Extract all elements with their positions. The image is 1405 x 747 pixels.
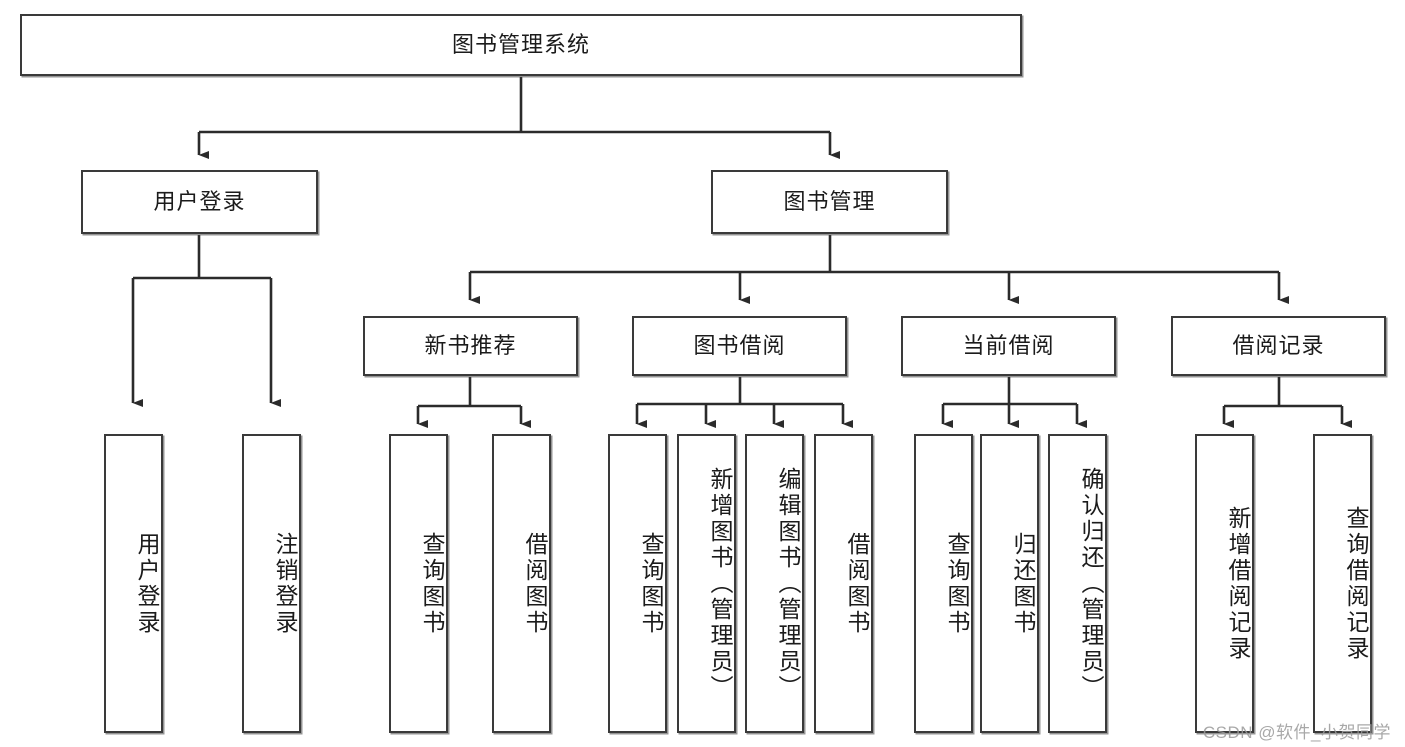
node-label: 当前借阅 <box>962 332 1055 358</box>
node-leaf-user-login[interactable]: 用户登录 <box>104 434 163 733</box>
node-leaf-return-book[interactable]: 归还图书 <box>980 434 1039 733</box>
node-label: 图书管理 <box>783 188 876 214</box>
node-leaf-edit-book[interactable]: 编辑图书（管理员） <box>745 434 804 733</box>
node-label: 借阅图书 <box>522 531 548 636</box>
node-label: 新书推荐 <box>424 332 517 358</box>
node-leaf-query-record[interactable]: 查询借阅记录 <box>1313 434 1372 733</box>
node-label: 确认归还（管理员） <box>1078 466 1104 701</box>
node-label: 查询借阅记录 <box>1343 505 1369 662</box>
node-label: 查询图书 <box>419 531 445 636</box>
node-leaf-borrow-book-2[interactable]: 借阅图书 <box>814 434 873 733</box>
node-label: 查询图书 <box>638 531 664 636</box>
node-label: 新增借阅记录 <box>1225 505 1251 662</box>
node-borrow-record[interactable]: 借阅记录 <box>1171 316 1386 376</box>
node-user-login[interactable]: 用户登录 <box>81 170 318 234</box>
node-label: 归还图书 <box>1010 531 1036 636</box>
node-label: 借阅记录 <box>1232 332 1325 358</box>
node-book-borrow[interactable]: 图书借阅 <box>632 316 847 376</box>
node-label: 用户登录 <box>153 188 246 214</box>
node-leaf-query-book-1[interactable]: 查询图书 <box>389 434 448 733</box>
node-book-management[interactable]: 图书管理 <box>711 170 948 234</box>
node-label: 图书管理系统 <box>451 31 590 57</box>
csdn-watermark: CSDN @软件_小贺同学 <box>1202 723 1391 742</box>
node-label: 借阅图书 <box>844 531 870 636</box>
node-label: 注销登录 <box>272 531 298 636</box>
node-leaf-query-book-3[interactable]: 查询图书 <box>914 434 973 733</box>
node-label: 查询图书 <box>944 531 970 636</box>
node-leaf-borrow-book-1[interactable]: 借阅图书 <box>492 434 551 733</box>
node-leaf-add-book[interactable]: 新增图书（管理员） <box>677 434 736 733</box>
node-leaf-confirm-return[interactable]: 确认归还（管理员） <box>1048 434 1107 733</box>
node-label: 新增图书（管理员） <box>707 466 733 701</box>
node-leaf-query-book-2[interactable]: 查询图书 <box>608 434 667 733</box>
node-root-book-management-system[interactable]: 图书管理系统 <box>20 14 1022 76</box>
node-label: 用户登录 <box>134 531 160 636</box>
node-new-book-recommend[interactable]: 新书推荐 <box>363 316 578 376</box>
node-current-borrow[interactable]: 当前借阅 <box>901 316 1116 376</box>
node-leaf-logout-login[interactable]: 注销登录 <box>242 434 301 733</box>
node-label: 图书借阅 <box>693 332 786 358</box>
node-leaf-add-record[interactable]: 新增借阅记录 <box>1195 434 1254 733</box>
node-label: 编辑图书（管理员） <box>775 466 801 701</box>
